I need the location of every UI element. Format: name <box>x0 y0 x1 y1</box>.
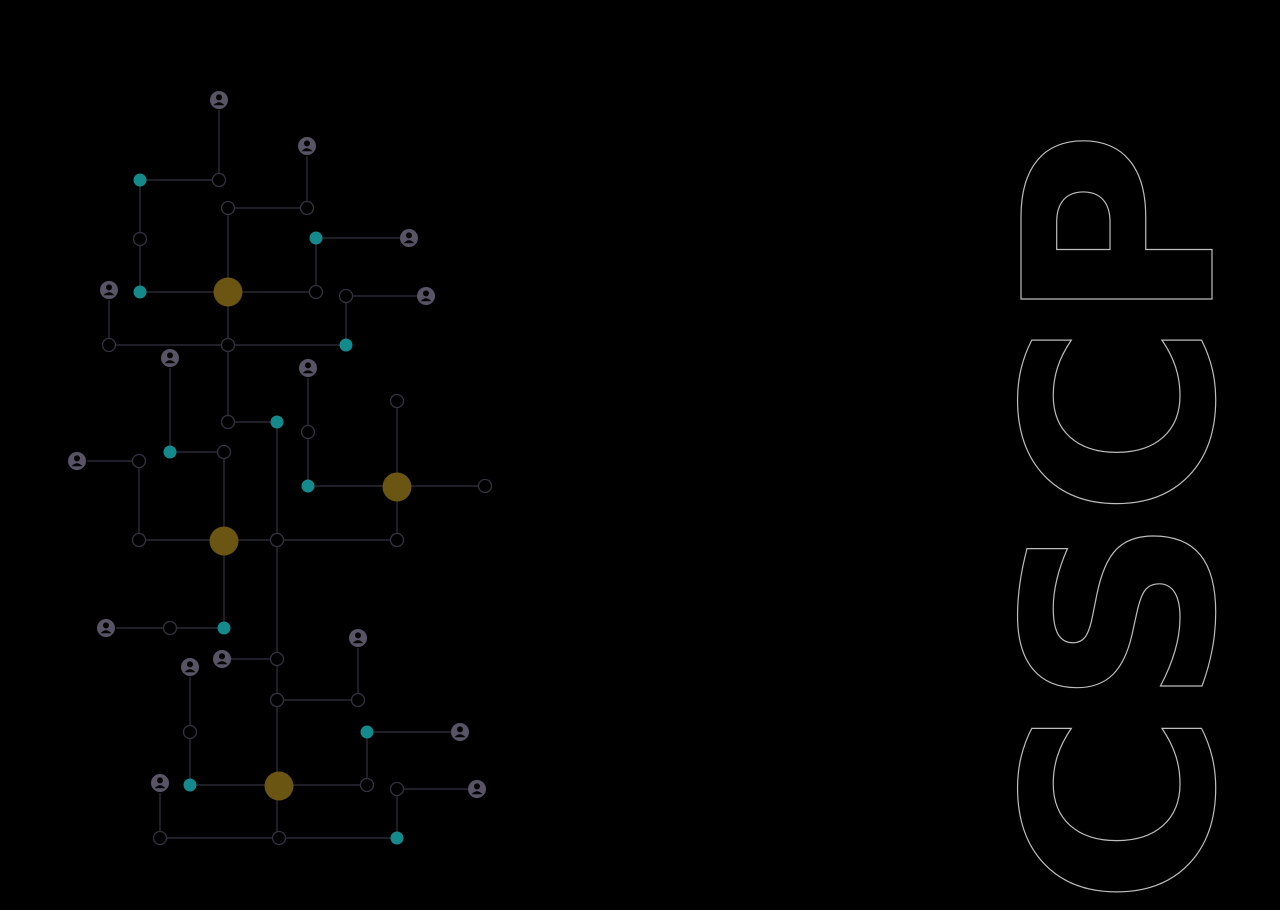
empty-node-icon <box>216 444 232 460</box>
empty-node-icon <box>359 777 375 793</box>
empty-node-icon <box>338 288 354 304</box>
empty-node-icon <box>389 393 405 409</box>
logo-wordmark: CSCP <box>969 130 1274 905</box>
active-node-icon <box>217 621 231 635</box>
empty-node-icon <box>477 478 493 494</box>
person-avatar-icon <box>417 287 435 305</box>
empty-node-icon <box>131 532 147 548</box>
empty-node-icon <box>182 724 198 740</box>
person-avatar-icon <box>181 658 199 676</box>
empty-node-icon <box>220 337 236 353</box>
active-node-icon <box>309 231 323 245</box>
empty-node-icon <box>152 830 168 846</box>
empty-node-icon <box>269 651 285 667</box>
person-avatar-icon <box>468 780 486 798</box>
person-avatar-icon <box>299 359 317 377</box>
hub-node-icon <box>213 277 243 307</box>
empty-node-icon <box>220 200 236 216</box>
person-avatar-icon <box>213 650 231 668</box>
empty-nodes <box>101 172 493 846</box>
active-node-icon <box>163 445 177 459</box>
empty-node-icon <box>271 830 287 846</box>
empty-node-icon <box>162 620 178 636</box>
hub-nodes <box>209 277 412 801</box>
person-avatar-icon <box>400 229 418 247</box>
empty-node-icon <box>300 424 316 440</box>
active-node-icon <box>133 173 147 187</box>
person-avatar-icon <box>451 723 469 741</box>
active-node-icon <box>270 415 284 429</box>
empty-node-icon <box>211 172 227 188</box>
empty-node-icon <box>350 692 366 708</box>
empty-node-icon <box>131 453 147 469</box>
empty-node-icon <box>132 231 148 247</box>
hub-node-icon <box>382 472 412 502</box>
person-avatar-icon <box>298 137 316 155</box>
hub-node-icon <box>264 771 294 801</box>
person-avatar-icon <box>349 629 367 647</box>
active-node-icon <box>301 479 315 493</box>
person-avatar-icon <box>100 281 118 299</box>
empty-node-icon <box>299 200 315 216</box>
empty-node-icon <box>269 692 285 708</box>
empty-node-icon <box>220 414 236 430</box>
empty-node-icon <box>308 284 324 300</box>
active-node-icon <box>339 338 353 352</box>
empty-node-icon <box>389 781 405 797</box>
active-node-icon <box>390 831 404 845</box>
empty-node-icon <box>389 532 405 548</box>
empty-node-icon <box>101 337 117 353</box>
person-avatar-icon <box>151 774 169 792</box>
person-avatar-icon <box>97 619 115 637</box>
active-node-icon <box>133 285 147 299</box>
hub-node-icon <box>209 526 239 556</box>
active-node-icon <box>183 778 197 792</box>
person-avatar-icon <box>210 91 228 109</box>
user-nodes <box>68 91 486 798</box>
active-node-icon <box>360 725 374 739</box>
person-avatar-icon <box>161 349 179 367</box>
active-nodes <box>133 173 404 845</box>
person-avatar-icon <box>68 452 86 470</box>
empty-node-icon <box>269 532 285 548</box>
